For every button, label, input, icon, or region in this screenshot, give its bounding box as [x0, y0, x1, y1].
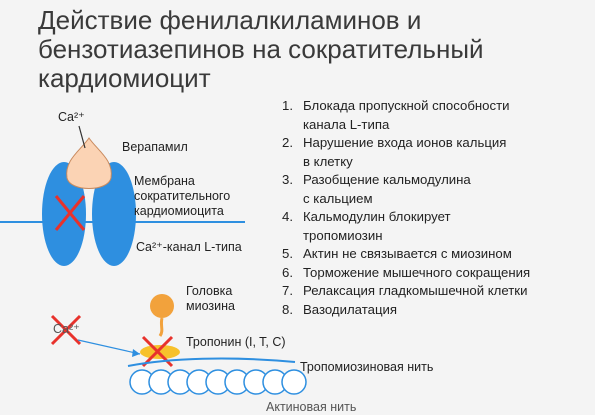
channel-label: Ca²⁺-канал L-типа — [136, 240, 242, 254]
effect-item: 5. Актин не связывается с миозином — [282, 245, 587, 264]
myosin-head — [150, 294, 174, 318]
effect-text: Вазодилатация — [303, 301, 398, 317]
effect-number: 7. — [282, 283, 293, 298]
effect-number: 6. — [282, 264, 293, 280]
effect-text: Нарушение входа ионов кальция в клетку — [303, 135, 507, 169]
effect-number: 4. — [282, 209, 293, 224]
effect-text: Актин не связывается с миозином — [303, 246, 512, 261]
page-title: Действие фенилалкиламинов и бензотиазепи… — [38, 5, 484, 93]
verapamil-label: Верапамил — [122, 140, 188, 154]
effect-number: 3. — [282, 172, 293, 187]
myosin-head-label: Головка миозина — [186, 284, 235, 313]
effect-text: Релаксация гладкомышечной клетки — [303, 283, 528, 298]
ca-ion-label: Ca²⁺ — [58, 110, 85, 124]
effects-list: 1. Блокада пропускной способности канала … — [282, 97, 587, 319]
tropomyosin-strand — [127, 357, 296, 367]
effect-text: Торможение мышечного сокращения — [303, 264, 531, 280]
actin-label: Актиновая нить — [266, 400, 357, 414]
effect-text: Кальмодулин блокирует тропомиозин — [303, 209, 451, 243]
effect-item: 8. Вазодилатация — [282, 301, 587, 320]
channel-right-lobe — [92, 162, 136, 266]
ca-blocked-label: Ca²⁺ — [53, 322, 80, 336]
channel-left-lobe — [42, 162, 86, 266]
effect-item: 3. Разобщение кальмодулина с кальцием — [282, 171, 587, 208]
effect-text: Разобщение кальмодулина с кальцием — [303, 172, 471, 206]
effect-item: 1. Блокада пропускной способности канала … — [282, 97, 587, 134]
ca-troponin-arrow — [77, 339, 141, 355]
effect-number: 1. — [282, 98, 293, 113]
effect-item: 2. Нарушение входа ионов кальция в клетку — [282, 134, 587, 171]
ca-entry-arrow — [78, 125, 86, 149]
effect-item: 7. Релаксация гладкомышечной клетки — [282, 282, 587, 301]
effect-item: 6. Торможение мышечного сокращения — [282, 264, 587, 283]
myosin-neck — [158, 317, 164, 337]
tropomyosin-label: Тропомиозиновая нить — [300, 360, 434, 374]
actin-bead — [281, 369, 307, 395]
effect-item: 4. Кальмодулин блокирует тропомиозин — [282, 208, 587, 245]
effect-number: 5. — [282, 246, 293, 261]
troponin-label: Тропонин (I, T, C) — [186, 335, 286, 349]
effect-number: 8. — [282, 301, 293, 317]
actin-filament — [129, 369, 307, 395]
ca-block-cross — [50, 314, 82, 346]
membrane-label: Мембрана сократительного кардиомиоцита — [134, 174, 231, 218]
effect-number: 2. — [282, 135, 293, 150]
ca-troponin-arrowhead — [132, 349, 140, 357]
channel-block-cross — [54, 195, 86, 231]
verapamil-drop — [66, 137, 112, 189]
effect-text: Блокада пропускной способности канала L-… — [303, 98, 510, 132]
